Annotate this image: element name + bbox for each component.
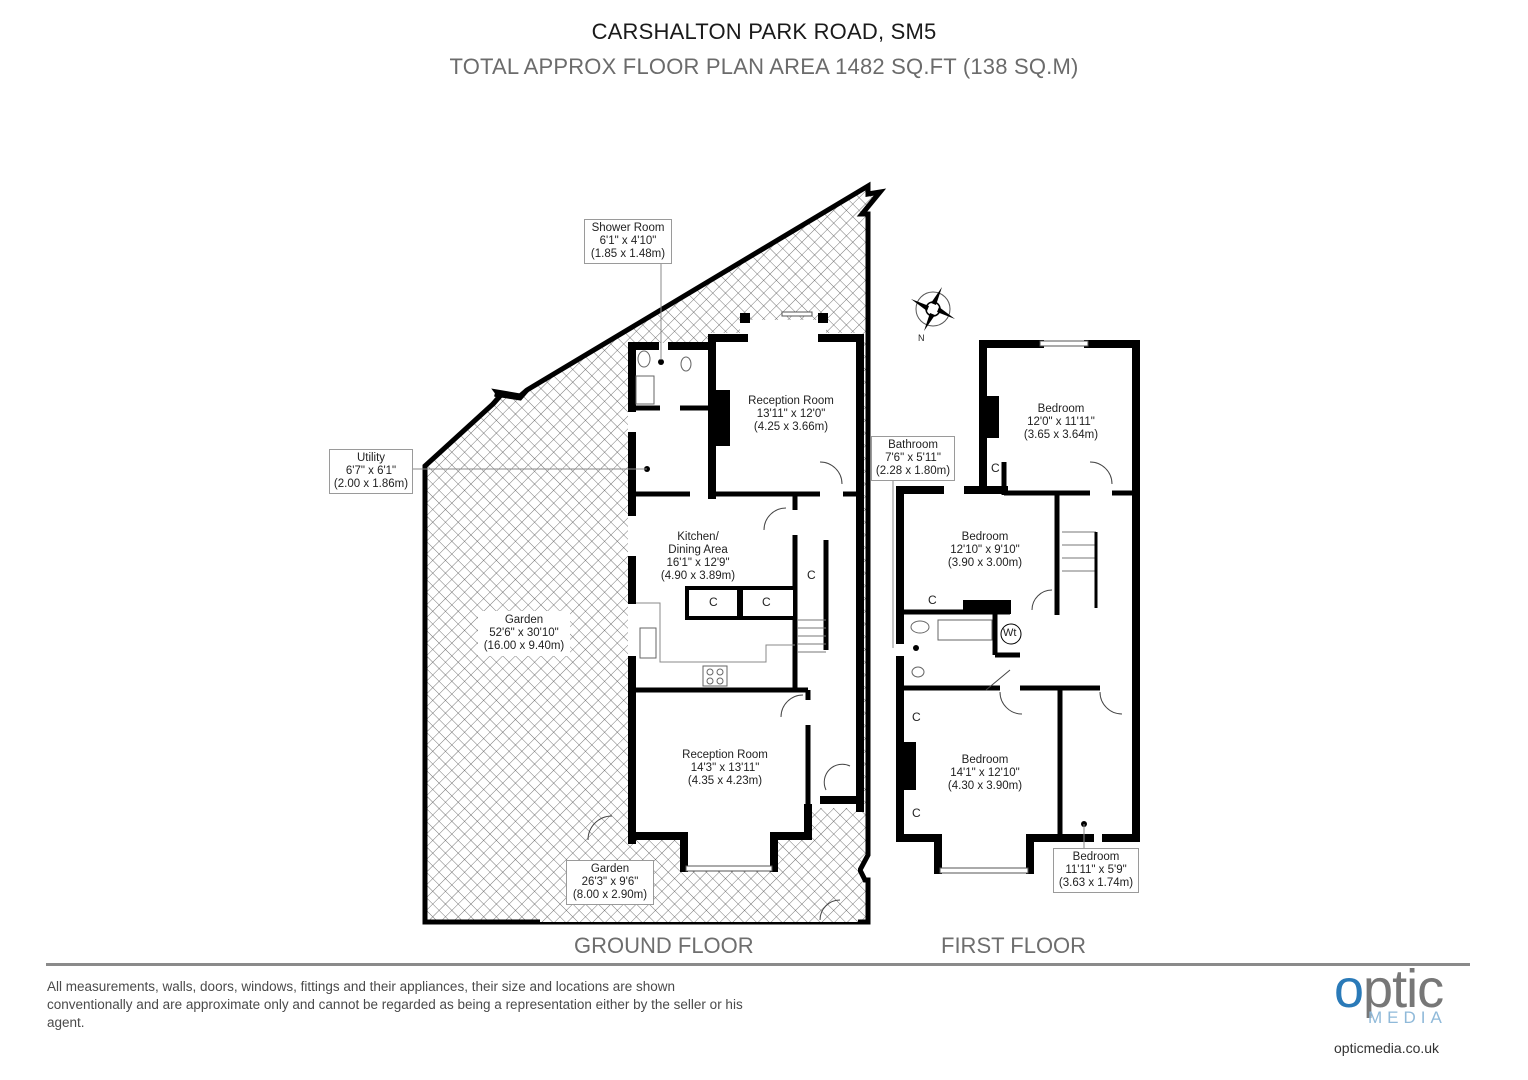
room-label-bedroom-rear: Bedroom 12'0" x 11'11" (3.65 x 3.64m) bbox=[1016, 403, 1106, 442]
room-size-metric: (2.28 x 1.80m) bbox=[875, 465, 951, 477]
logo-ptic: ptic bbox=[1363, 959, 1444, 1019]
optic-media-logo: optic MEDIA opticmedia.co.uk bbox=[1330, 959, 1470, 1062]
compass-north-label: N bbox=[918, 333, 925, 343]
room-name: Bathroom bbox=[888, 439, 938, 451]
cupboard-label: C bbox=[912, 806, 921, 820]
page-title: CARSHALTON PARK ROAD, SM5 bbox=[591, 19, 937, 44]
room-size-imperial: 6'7" x 6'1" bbox=[345, 465, 397, 477]
first-floor-label: FIRST FLOOR bbox=[941, 933, 1087, 958]
room-size-metric: (16.00 x 9.40m) bbox=[483, 640, 565, 652]
room-name: Reception Room bbox=[748, 395, 834, 407]
room-size-imperial: 52'6" x 30'10" bbox=[489, 627, 559, 639]
room-size-metric: (2.00 x 1.86m) bbox=[333, 478, 409, 490]
ground-floor-label: GROUND FLOOR bbox=[574, 933, 754, 958]
logo-o-letter: o bbox=[1334, 959, 1364, 1019]
room-size-metric: (8.00 x 2.90m) bbox=[572, 889, 648, 901]
room-size-imperial: 12'0" x 11'11" bbox=[1027, 416, 1095, 428]
area-subtitle: TOTAL APPROX FLOOR PLAN AREA 1482 SQ.FT … bbox=[449, 54, 1079, 79]
room-label-garden-main: Garden 52'6" x 30'10" (16.00 x 9.40m) bbox=[478, 611, 570, 656]
room-size-metric: (3.65 x 3.64m) bbox=[1023, 429, 1099, 441]
cupboard-label: C bbox=[991, 461, 1000, 475]
room-label-reception-room-rear: Reception Room 13'11" x 12'0" (4.25 x 3.… bbox=[736, 395, 846, 434]
room-name: Kitchen/ bbox=[677, 531, 719, 543]
room-size-imperial: 14'1" x 12'10" bbox=[950, 767, 1020, 779]
water-tank-icon bbox=[1000, 623, 1022, 645]
room-size-imperial: 16'1" x 12'9" bbox=[666, 557, 730, 569]
room-size-imperial: 26'3" x 9'6" bbox=[581, 876, 639, 888]
room-name: Bedroom bbox=[1037, 403, 1085, 415]
room-size-metric: (1.85 x 1.48m) bbox=[590, 248, 666, 260]
cupboard-label: C bbox=[762, 595, 771, 609]
logo-wordmark: optic bbox=[1334, 958, 1444, 1020]
room-size-imperial: 12'10" x 9'10" bbox=[950, 544, 1020, 556]
room-label-bedroom-middle: Bedroom 12'10" x 9'10" (3.90 x 3.00m) bbox=[940, 531, 1030, 570]
room-name: Shower Room bbox=[591, 222, 665, 234]
cupboard-label: C bbox=[807, 568, 816, 582]
room-label-utility: Utility 6'7" x 6'1" (2.00 x 1.86m) bbox=[329, 449, 413, 494]
room-size-metric: (4.35 x 4.23m) bbox=[687, 775, 763, 787]
room-size-metric: (4.90 x 3.89m) bbox=[660, 570, 736, 582]
room-name: Garden bbox=[590, 863, 630, 875]
logo-media: MEDIA bbox=[1368, 1008, 1447, 1027]
room-name: Utility bbox=[356, 452, 386, 464]
logo-url: opticmedia.co.uk bbox=[1334, 1040, 1440, 1056]
room-label-kitchen-dining: Kitchen/ Dining Area 16'1" x 12'9" (4.90… bbox=[650, 531, 746, 583]
footer-divider bbox=[46, 963, 1470, 966]
room-size-imperial: 7'6" x 5'11" bbox=[885, 452, 941, 464]
cupboard-label: C bbox=[928, 593, 937, 607]
room-size-imperial: 11'11" x 5'9" bbox=[1065, 864, 1127, 876]
ground-floor-plan bbox=[412, 181, 887, 925]
room-size-metric: (4.30 x 3.90m) bbox=[947, 780, 1023, 792]
room-label-reception-room-front: Reception Room 14'3" x 13'11" (4.35 x 4.… bbox=[670, 749, 780, 788]
disclaimer-text: All measurements, walls, doors, windows,… bbox=[47, 979, 743, 1030]
room-label-shower-room: Shower Room 6'1" x 4'10" (1.85 x 1.48m) bbox=[584, 219, 672, 264]
room-label-garden-front: Garden 26'3" x 9'6" (8.00 x 2.90m) bbox=[566, 860, 654, 905]
room-label-bedroom-small: Bedroom 11'11" x 5'9" (3.63 x 1.74m) bbox=[1053, 848, 1139, 893]
room-label-bathroom: Bathroom 7'6" x 5'11" (2.28 x 1.80m) bbox=[871, 436, 955, 481]
room-size-imperial: 13'11" x 12'0" bbox=[756, 408, 826, 420]
room-size-metric: (3.90 x 3.00m) bbox=[947, 557, 1023, 569]
room-name: Bedroom bbox=[961, 754, 1009, 766]
cupboard-label: C bbox=[912, 710, 921, 724]
room-label-bedroom-front: Bedroom 14'1" x 12'10" (4.30 x 3.90m) bbox=[940, 754, 1030, 793]
room-name-line2: Dining Area bbox=[668, 544, 728, 556]
first-floor-plan bbox=[892, 340, 1140, 874]
room-name: Garden bbox=[504, 614, 544, 626]
room-name: Reception Room bbox=[682, 749, 768, 761]
room-size-metric: (3.63 x 1.74m) bbox=[1058, 877, 1134, 889]
compass-icon bbox=[911, 287, 955, 331]
water-tank-label: Wt bbox=[1003, 627, 1017, 639]
room-name: Bedroom bbox=[961, 531, 1009, 543]
room-size-imperial: 6'1" x 4'10" bbox=[599, 235, 657, 247]
room-size-metric: (4.25 x 3.66m) bbox=[753, 421, 829, 433]
cupboard-label: C bbox=[709, 595, 718, 609]
room-size-imperial: 14'3" x 13'11" bbox=[690, 762, 760, 774]
room-name: Bedroom bbox=[1072, 851, 1120, 863]
